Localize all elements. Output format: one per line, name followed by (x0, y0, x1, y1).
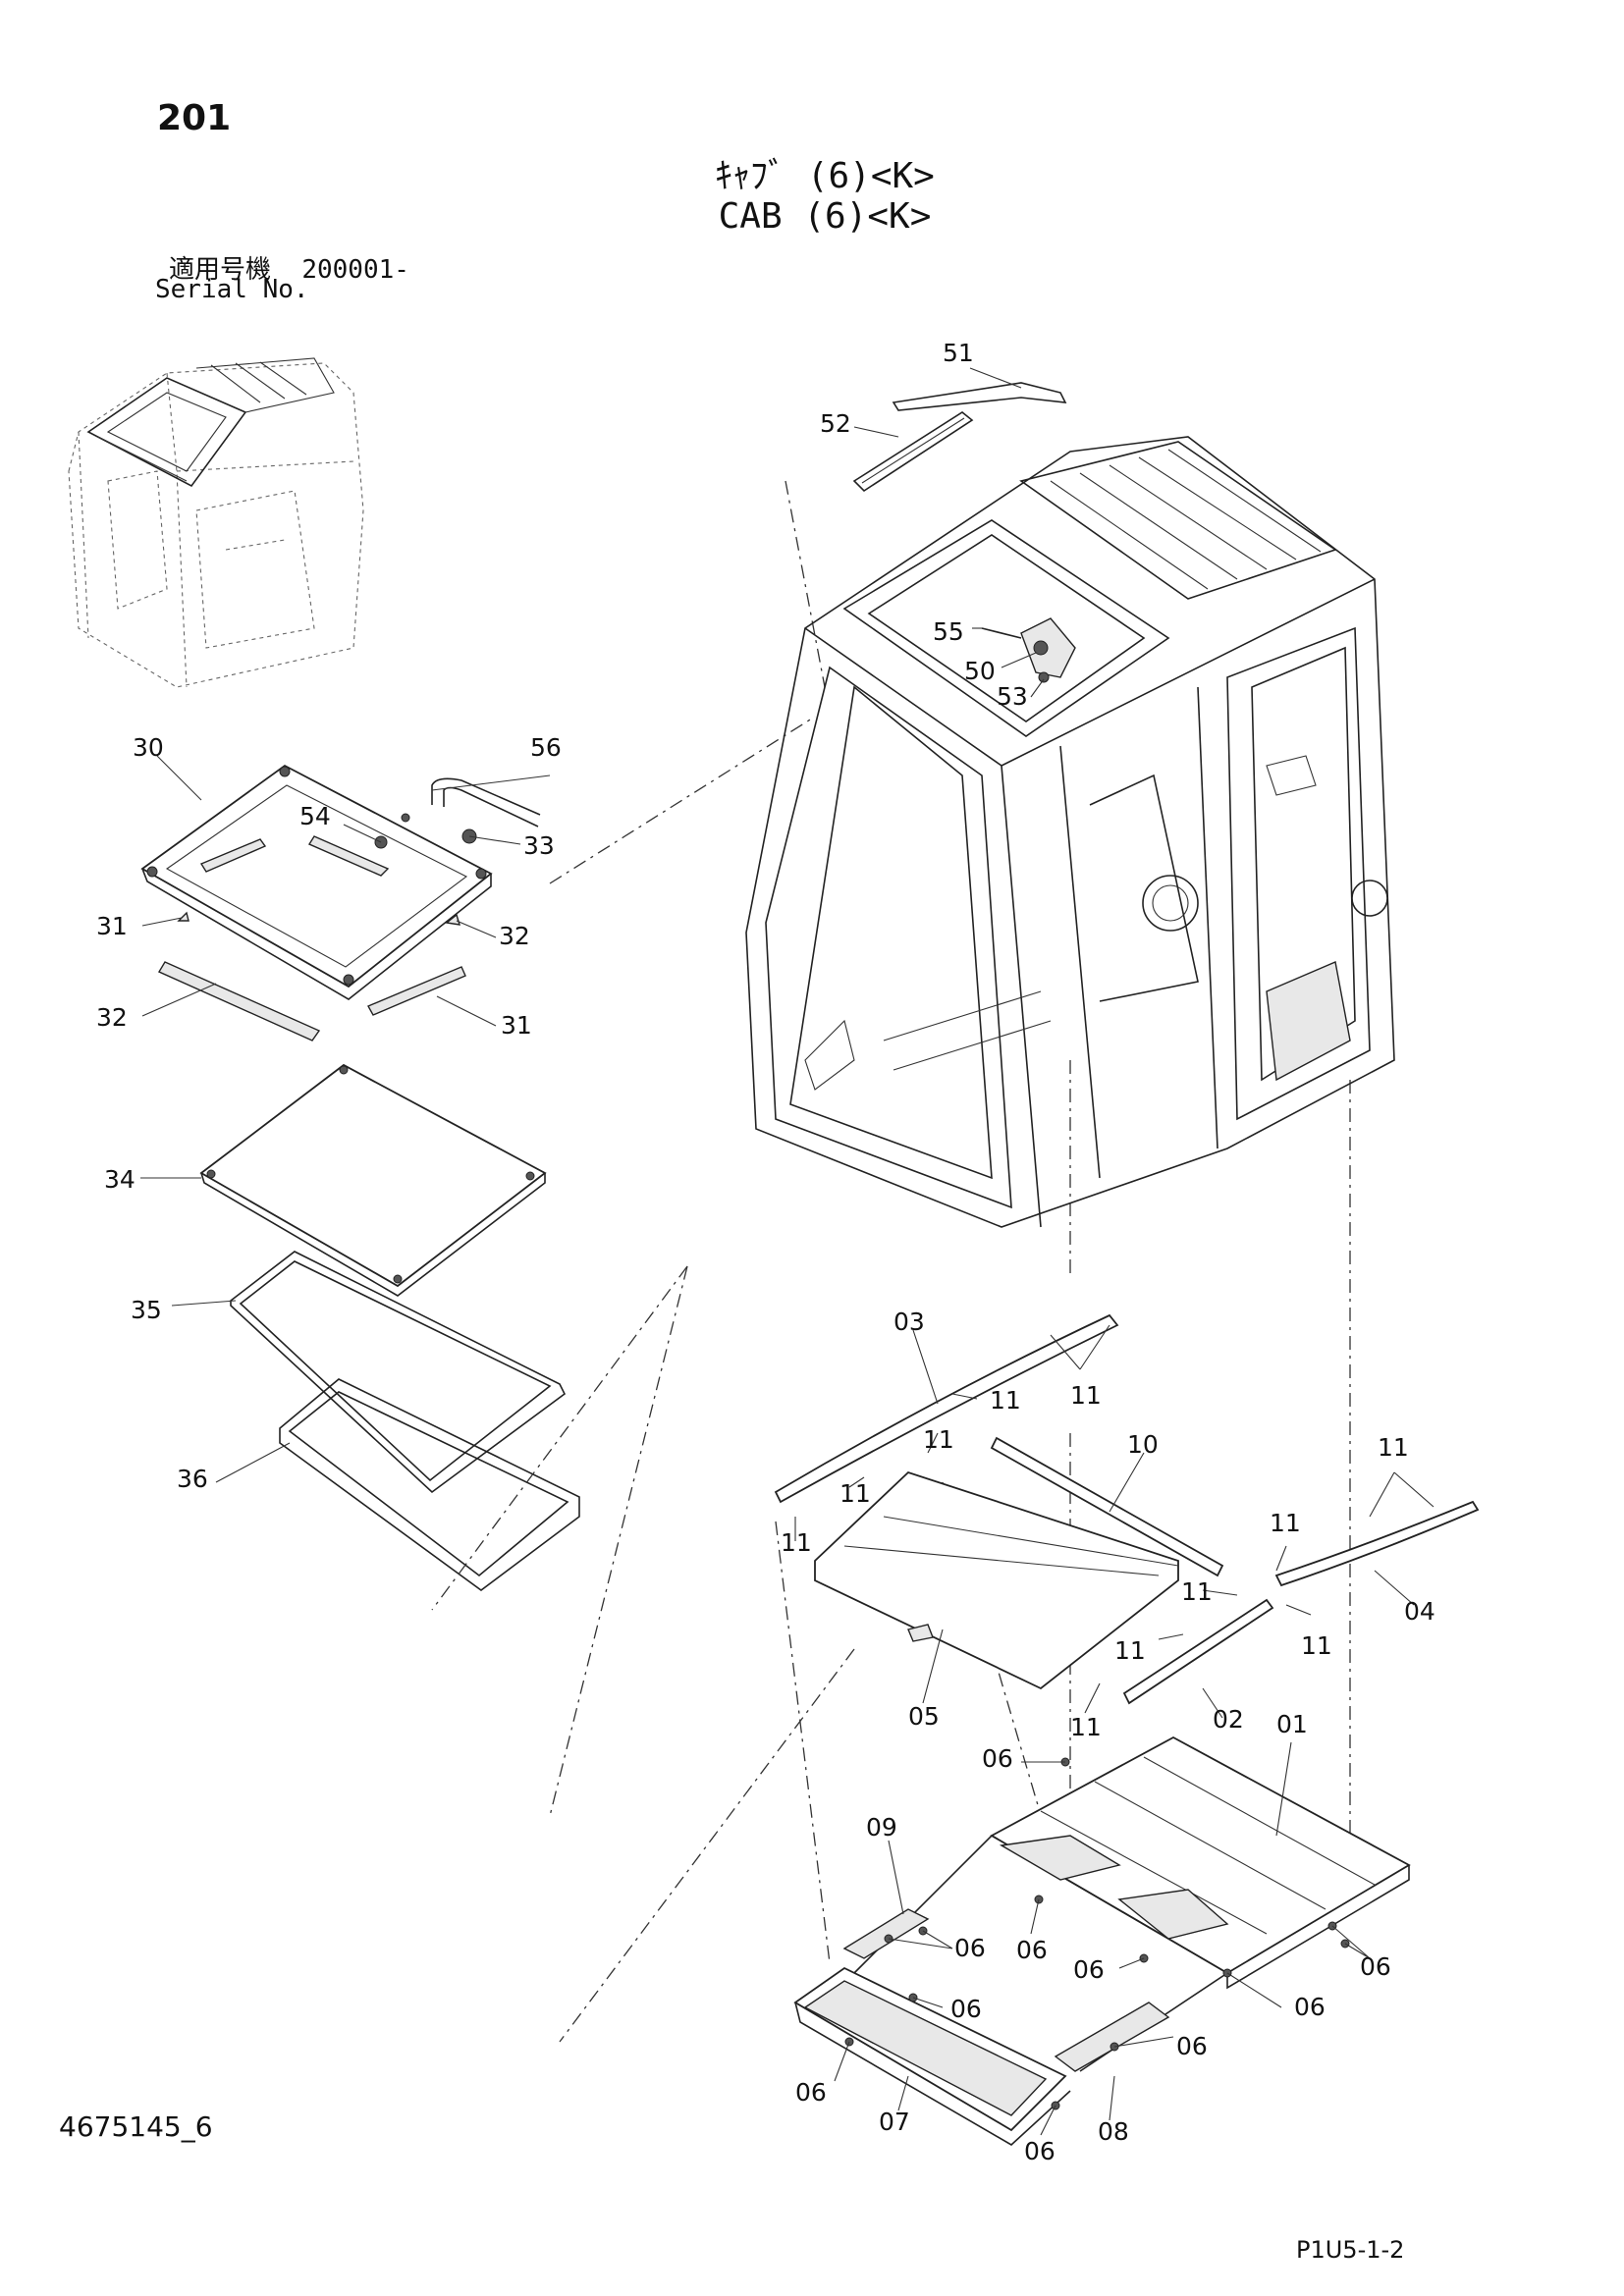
roof-window-frame-30 (140, 764, 493, 1000)
roof-seal-36 (279, 1378, 580, 1591)
callout-06-a: 06 (982, 1744, 1013, 1773)
callout-11-j: 11 (1114, 1636, 1146, 1665)
callout-11-i: 11 (1301, 1631, 1332, 1660)
drawing-code: 4675145_6 (59, 2110, 213, 2143)
callout-54: 54 (299, 802, 331, 830)
projection-line (431, 1265, 688, 1611)
front-trim-03 (774, 1313, 1119, 1504)
wiper-motor-50 (1020, 617, 1076, 678)
wiper-arm-51 (892, 382, 1067, 411)
roof-seal-35 (230, 1251, 567, 1494)
callout-10: 10 (1127, 1430, 1159, 1459)
callout-02: 02 (1213, 1705, 1244, 1734)
callout-11-d: 11 (839, 1479, 871, 1508)
bracket-09 (842, 1908, 930, 1959)
callout-06-i: 06 (795, 2078, 827, 2107)
roof-glass-34 (199, 1063, 547, 1297)
callout-06-d: 06 (1073, 1955, 1105, 1984)
serial-line-jp: 適用号機 200001- (169, 249, 409, 286)
pin-55 (981, 627, 1022, 639)
callout-06-g: 06 (950, 1995, 982, 2023)
projection-line (785, 480, 826, 688)
seal-strips-31-32 (157, 911, 466, 1041)
serial-value: 200001- (301, 255, 409, 285)
wiper-blade-52 (852, 411, 974, 493)
bracket-08 (1054, 2002, 1170, 2072)
callout-11-b: 11 (990, 1386, 1021, 1415)
callout-53: 53 (997, 682, 1028, 711)
callout-06-e: 06 (1360, 1952, 1391, 1981)
projection-line (775, 1521, 831, 1964)
wiper-hose-56 (431, 777, 541, 828)
callout-50: 50 (964, 657, 996, 685)
callout-08: 08 (1098, 2117, 1129, 2146)
callout-56: 56 (530, 733, 562, 762)
reference-cab-thumbnail (68, 357, 364, 688)
callout-11-c: 11 (923, 1425, 954, 1454)
callout-35: 35 (131, 1296, 162, 1324)
leader-lines (140, 367, 1435, 2136)
callout-32-lower: 32 (96, 1003, 128, 1032)
callout-11-h: 11 (1181, 1577, 1213, 1606)
callout-52: 52 (820, 409, 851, 438)
rear-trim-02 (1122, 1598, 1274, 1705)
callout-04: 04 (1404, 1597, 1435, 1626)
serial-label-jp: 適用号機 (169, 255, 272, 285)
bolt-53 (1038, 671, 1050, 683)
callout-11-f: 11 (1378, 1433, 1409, 1462)
page-reference: P1U5-1-2 (1296, 2236, 1405, 2264)
callout-11-g: 11 (1270, 1509, 1301, 1537)
callout-06-c: 06 (1016, 1936, 1048, 1964)
callout-11-a: 11 (1070, 1381, 1102, 1410)
projection-line (549, 1265, 688, 1817)
title-english: CAB (6)<K> (718, 196, 932, 237)
callout-55: 55 (933, 617, 964, 646)
callout-31-upper: 31 (96, 912, 128, 940)
callout-36: 36 (177, 1465, 208, 1493)
callout-06-h: 06 (1176, 2032, 1208, 2060)
page-number: 201 (157, 98, 232, 138)
callout-07: 07 (879, 2108, 910, 2136)
projection-line (549, 716, 816, 884)
callout-06-f: 06 (1294, 1993, 1326, 2021)
callout-06-b: 06 (954, 1934, 986, 1962)
roof-frame-top (853, 1834, 1229, 2072)
title-japanese: ｷｬﾌﾞ (6)<K> (715, 156, 935, 196)
callout-33: 33 (523, 831, 555, 860)
callout-11-e: 11 (781, 1528, 812, 1557)
callout-51: 51 (943, 339, 974, 367)
callout-03: 03 (893, 1308, 925, 1336)
roof-frame-07 (793, 1966, 1071, 2146)
trim-10 (990, 1436, 1224, 1577)
callout-11-k: 11 (1070, 1713, 1102, 1741)
callout-06-j: 06 (1024, 2137, 1056, 2165)
side-trim-04 (1274, 1500, 1480, 1587)
callout-05: 05 (908, 1702, 940, 1731)
callout-30: 30 (133, 733, 164, 762)
callout-34: 34 (104, 1165, 135, 1194)
headliner-05 (814, 1470, 1179, 1690)
projection-line (559, 1648, 855, 2043)
serial-label-en: Serial No. (155, 275, 309, 304)
callout-01: 01 (1276, 1710, 1308, 1738)
callout-32-upper: 32 (499, 922, 530, 950)
cab-frame (745, 436, 1395, 1228)
callout-31-lower: 31 (501, 1011, 532, 1040)
callout-09: 09 (866, 1813, 897, 1842)
